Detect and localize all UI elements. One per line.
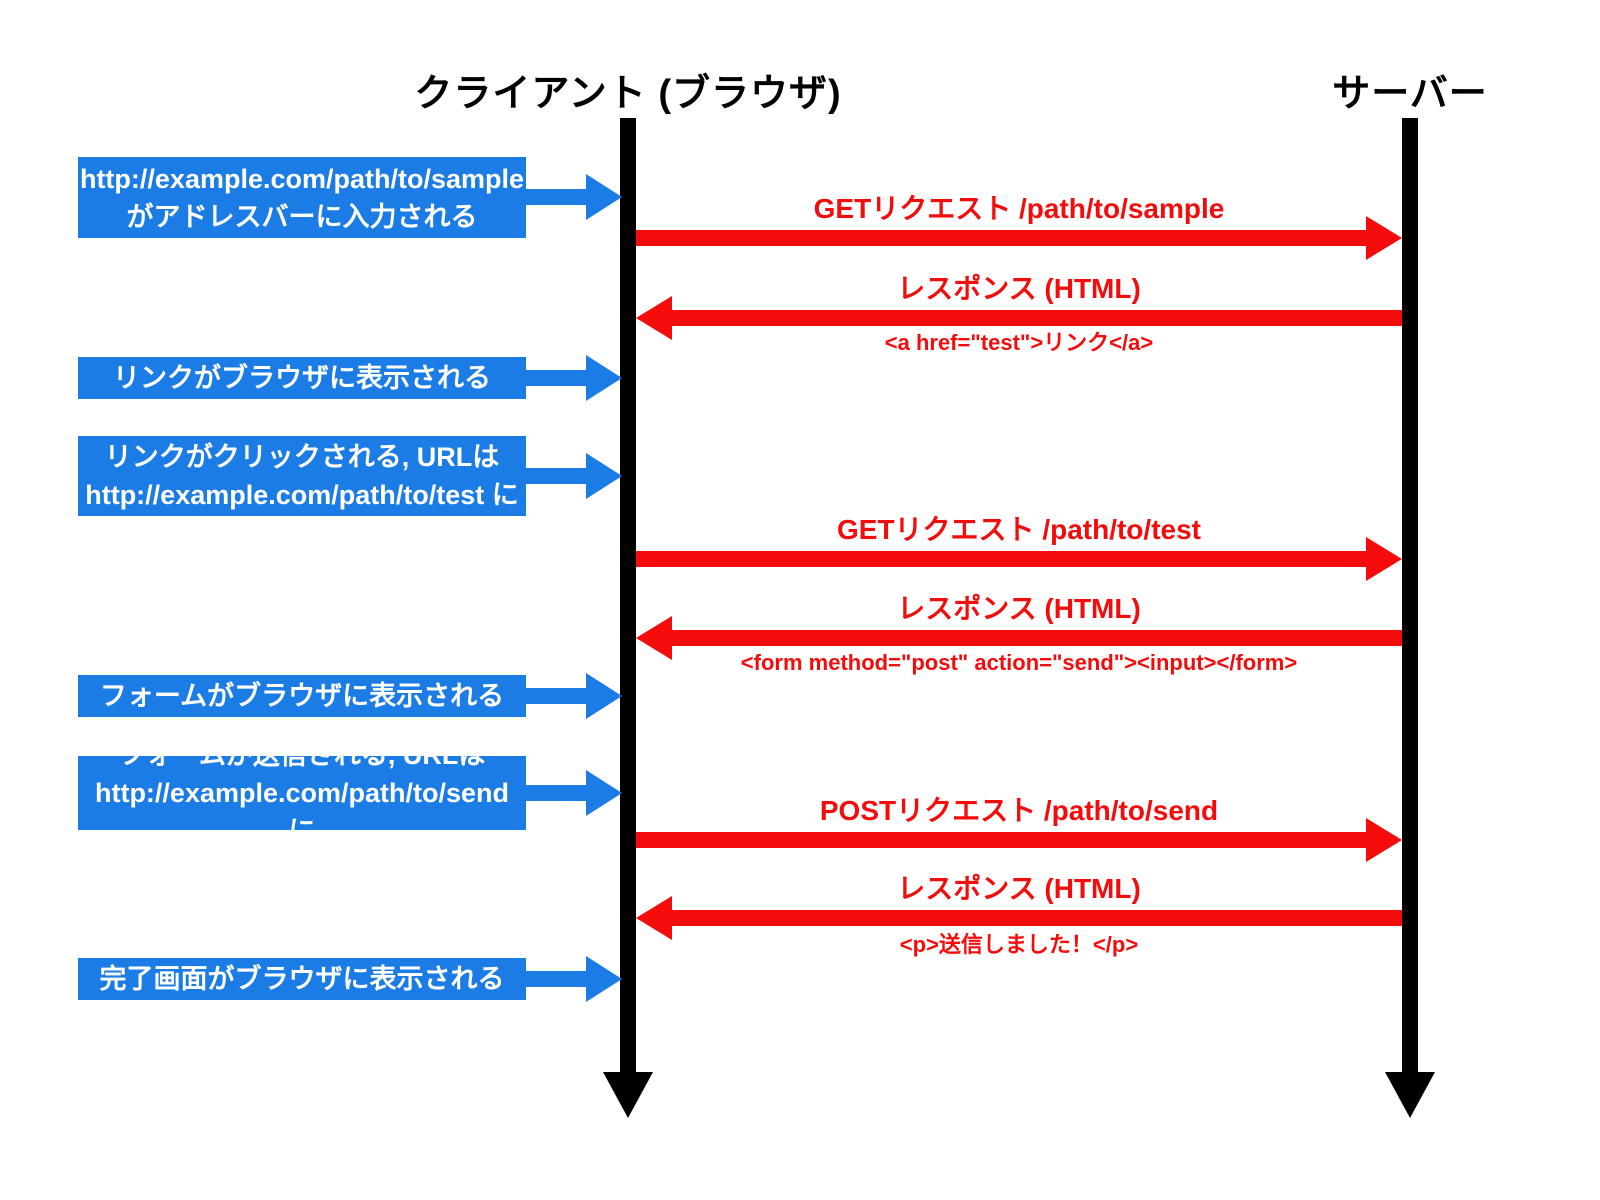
- client-event-box: フォームが送信される, URLは http://example.com/path…: [78, 740, 526, 846]
- message-arrow-right-icon: [636, 832, 1372, 848]
- message-label: GETリクエスト /path/to/test: [836, 514, 1201, 545]
- event-arrow-head-icon: [586, 956, 622, 1002]
- message-arrow-head-icon: [1366, 216, 1402, 260]
- message-label: POSTリクエスト /path/to/send: [819, 795, 1219, 826]
- message-arrow-head-icon: [1366, 818, 1402, 862]
- message-arrow-head-icon: [636, 896, 672, 940]
- event-text: フォームが送信される, URLは: [118, 740, 486, 770]
- event-text: フォームがブラウザに表示される: [99, 681, 505, 711]
- event-text: http://example.com/path/to/send に: [94, 778, 510, 846]
- event-text: http://example.com/path/to/sample: [79, 163, 525, 194]
- message-arrow-head-icon: [636, 296, 672, 340]
- event-arrow-head-icon: [586, 174, 622, 220]
- event-text: http://example.com/path/to/test に: [85, 480, 519, 510]
- message-sublabel: <p>送信しました！</p>: [899, 932, 1139, 957]
- message-label: GETリクエスト /path/to/sample: [813, 193, 1225, 224]
- event-arrow-head-icon: [586, 770, 622, 816]
- client-event-box: 完了画面がブラウザに表示される: [78, 958, 526, 1000]
- message-label: レスポンス (HTML): [897, 273, 1141, 304]
- message-arrow-right-icon: [636, 230, 1372, 246]
- message-arrow-right-icon: [636, 551, 1372, 567]
- event-arrow-right-icon: [526, 468, 588, 484]
- lifeline-title-client: クライアント (ブラウザ): [414, 73, 842, 115]
- message-sublabel: <a href="test">リンク</a>: [884, 330, 1154, 355]
- server-lifeline: [1402, 118, 1418, 1072]
- client-event-box: http://example.com/path/to/sample がアドレスバ…: [78, 157, 526, 238]
- client-event-box: リンクがブラウザに表示される: [78, 357, 526, 399]
- message-sublabel: <form method="post" action="send"><input…: [740, 650, 1298, 675]
- event-arrow-right-icon: [526, 971, 588, 987]
- client-lifeline-arrow-down-icon: [603, 1072, 653, 1118]
- event-arrow-head-icon: [586, 453, 622, 499]
- message-arrow-left-icon: [666, 630, 1402, 646]
- message-arrow-left-icon: [666, 310, 1402, 326]
- event-text: リンクがブラウザに表示される: [113, 363, 491, 393]
- event-text: がアドレスバーに入力される: [126, 201, 478, 232]
- message-label: レスポンス (HTML): [897, 873, 1141, 904]
- event-arrow-right-icon: [526, 785, 588, 801]
- message-label: レスポンス (HTML): [897, 593, 1141, 624]
- event-arrow-right-icon: [526, 370, 588, 386]
- message-arrow-head-icon: [1366, 537, 1402, 581]
- message-arrow-left-icon: [666, 910, 1402, 926]
- event-arrow-right-icon: [526, 189, 588, 205]
- event-text: 完了画面がブラウザに表示される: [99, 964, 505, 994]
- client-event-box: リンクがクリックされる, URLは http://example.com/pat…: [78, 436, 526, 516]
- lifeline-title-server: サーバー: [1332, 73, 1488, 115]
- event-arrow-head-icon: [586, 355, 622, 401]
- message-arrow-head-icon: [636, 616, 672, 660]
- event-text: リンクがクリックされる, URLは: [104, 442, 500, 472]
- client-event-box: フォームがブラウザに表示される: [78, 675, 526, 717]
- client-lifeline: [620, 118, 636, 1072]
- event-arrow-right-icon: [526, 688, 588, 704]
- event-arrow-head-icon: [586, 673, 622, 719]
- server-lifeline-arrow-down-icon: [1385, 1072, 1435, 1118]
